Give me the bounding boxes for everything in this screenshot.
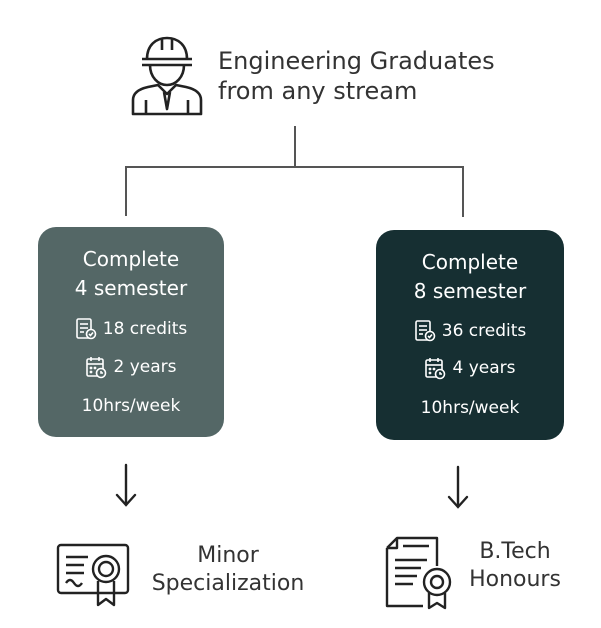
credits-text: 36 credits xyxy=(441,321,527,341)
program-card-minor: Complete 4 semester 18 credits 2 years 1… xyxy=(38,227,224,437)
weekly-row: 10hrs/week xyxy=(376,395,564,421)
duration-text: 2 years xyxy=(113,357,177,377)
connector-bar xyxy=(125,166,464,168)
calendar-icon xyxy=(425,358,446,380)
weekly-row: 10hrs/week xyxy=(38,393,224,419)
card-heading-line-2: 4 semester xyxy=(74,276,188,300)
calendar-icon xyxy=(86,357,107,379)
connector-right-drop xyxy=(462,166,464,217)
connector-trunk xyxy=(294,126,296,167)
arrow-down-icon xyxy=(115,463,137,507)
certificate-icon xyxy=(56,543,130,607)
credits-row: 36 credits xyxy=(376,318,564,344)
header-title: Engineering Graduates from any stream xyxy=(218,46,495,106)
outcome-line-2: Honours xyxy=(469,567,561,592)
outcome-honours: B.Tech Honours xyxy=(462,538,568,594)
credits-row: 18 credits xyxy=(38,316,224,342)
credits-icon xyxy=(75,318,97,340)
header-line-1: Engineering Graduates xyxy=(218,47,495,75)
card-heading-line-1: Complete xyxy=(82,247,180,271)
card-heading-line-2: 8 semester xyxy=(413,279,527,303)
outcome-line-1: Minor xyxy=(197,543,259,568)
outcome-line-1: B.Tech xyxy=(479,539,551,564)
card-heading-line-1: Complete xyxy=(421,250,519,274)
outcome-line-2: Specialization xyxy=(151,571,305,596)
duration-text: 4 years xyxy=(452,358,516,378)
duration-row: 4 years xyxy=(376,355,564,381)
connector-left-drop xyxy=(125,166,127,216)
document-badge-icon xyxy=(385,536,452,610)
program-card-honours: Complete 8 semester 36 credits 4 years 1… xyxy=(376,230,564,440)
credits-icon xyxy=(414,320,436,342)
duration-row: 2 years xyxy=(38,354,224,380)
header-line-2: from any stream xyxy=(218,77,418,105)
outcome-minor: Minor Specialization xyxy=(147,542,309,598)
weekly-text: 10hrs/week xyxy=(420,398,520,418)
engineer-icon xyxy=(131,36,203,116)
weekly-text: 10hrs/week xyxy=(81,396,181,416)
arrow-down-icon xyxy=(447,465,469,509)
credits-text: 18 credits xyxy=(102,319,188,339)
